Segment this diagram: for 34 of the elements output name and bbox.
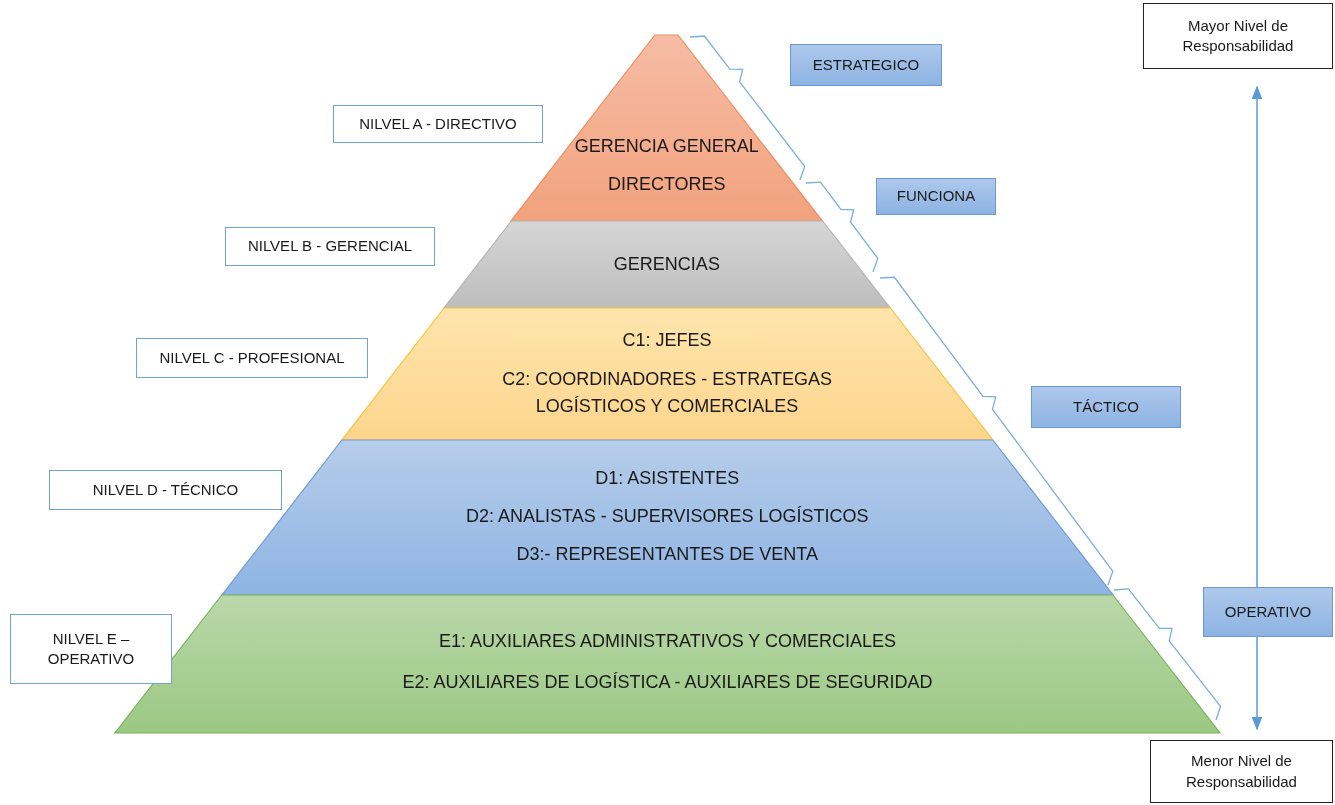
- level-label: [333, 105, 543, 143]
- category-label: [876, 178, 996, 215]
- tier-text: D3:- REPRESENTANTES DE VENTA: [516, 543, 818, 566]
- tier-text: GERENCIA GENERAL: [574, 135, 759, 158]
- level-label: [136, 338, 368, 378]
- tier-text: D1: ASISTENTES: [595, 467, 740, 490]
- label-text: FUNCIONA: [896, 186, 976, 207]
- tier-text: DIRECTORES: [607, 173, 726, 196]
- arrow: [1251, 636, 1263, 731]
- tier-text: GERENCIAS: [613, 253, 720, 276]
- level-label: [49, 470, 282, 510]
- label-text: TÁCTICO: [1073, 396, 1139, 417]
- label-text: NILVEL C - PROFESIONAL: [159, 347, 345, 368]
- tier-text: C1: JEFES: [622, 329, 712, 352]
- label-text: Menor Nivel de Responsabilidad: [1185, 751, 1298, 792]
- label-text: OPERATIVO: [1224, 601, 1312, 622]
- category-label: [1031, 386, 1181, 428]
- label-text: NILVEL E – OPERATIVO: [46, 628, 136, 669]
- category-label: [790, 44, 942, 86]
- level-label: [10, 614, 172, 684]
- scale-label: [1143, 3, 1333, 69]
- tier-text: D2: ANALISTAS - SUPERVISORES LOGÍSTICOS: [466, 505, 869, 528]
- scale-label: [1150, 740, 1333, 803]
- tier-text: E1: AUXILIARES ADMINISTRATIVOS Y COMERCIALES: [438, 630, 897, 653]
- tier-text: C2: COORDINADORES - ESTRATEGAS LOGÍSTICOS Y COMERCIALES: [501, 368, 833, 418]
- label-text: NILVEL A - DIRECTIVO: [359, 113, 517, 134]
- arrow: [1251, 85, 1263, 588]
- label-text: Mayor Nivel de Responsabilidad: [1181, 15, 1295, 56]
- tier-text: E2: AUXILIARES DE LOGÍSTICA - AUXILIARES DE SEGURIDAD: [402, 671, 933, 694]
- category-label: [1203, 587, 1333, 637]
- label-text: NILVEL D - TÉCNICO: [92, 479, 239, 500]
- level-label: [225, 227, 435, 266]
- label-text: NILVEL B - GERENCIAL: [247, 236, 413, 257]
- label-text: ESTRATEGICO: [812, 54, 920, 75]
